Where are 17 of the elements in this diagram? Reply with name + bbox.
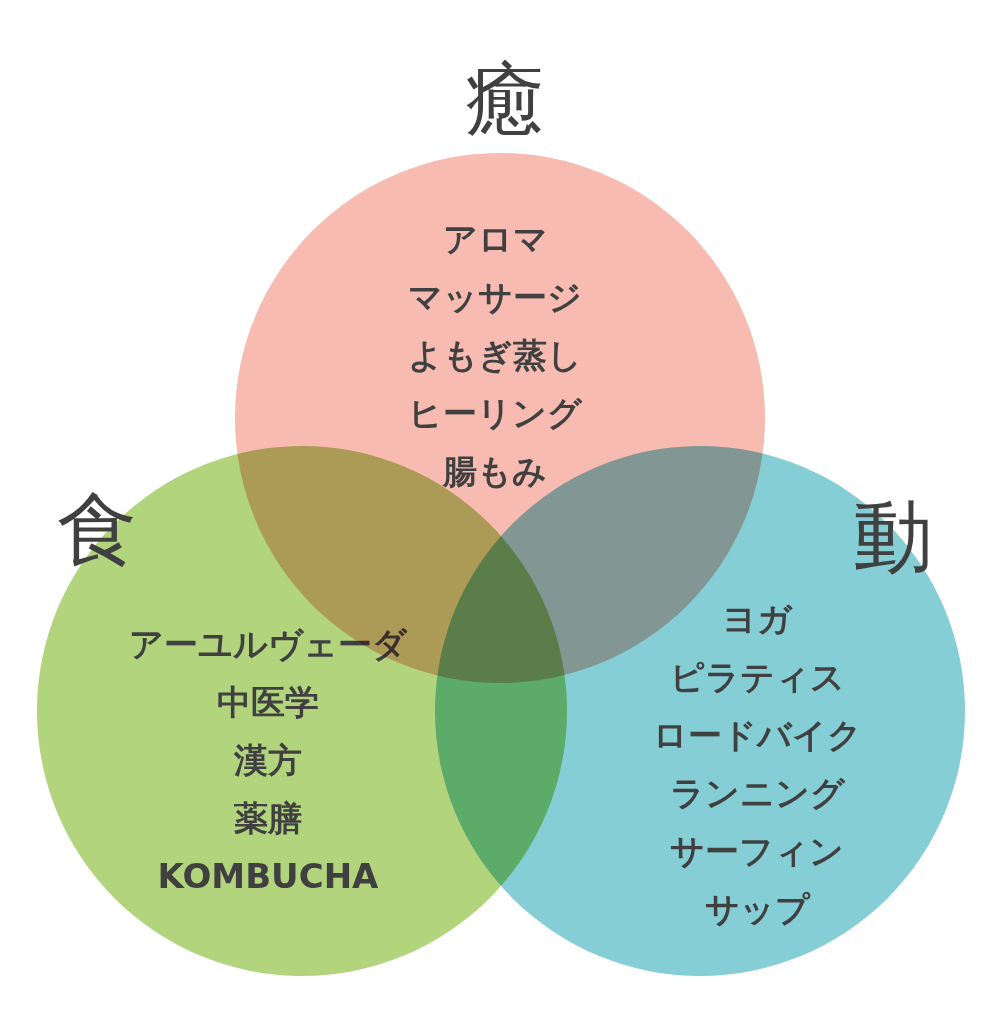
list-item: マッサージ <box>408 276 582 319</box>
list-item: ロードバイク <box>652 714 862 757</box>
list-item: アロマ <box>442 218 548 261</box>
list-item: サーフィン <box>670 830 844 873</box>
list-item: ランニング <box>669 772 845 815</box>
list-item: KOMBUCHA <box>157 855 379 898</box>
list-item: ピラティス <box>669 656 845 699</box>
list-item: アーユルヴェーダ <box>129 623 407 666</box>
list-item: よもぎ蒸し <box>408 334 582 377</box>
list-item: サップ <box>704 888 810 931</box>
list-item: ヨガ <box>722 598 792 641</box>
circle-heading: 癒 <box>465 60 545 140</box>
list-item: 腸もみ <box>443 450 547 493</box>
list-item: 中医学 <box>217 681 319 724</box>
list-item: 漢方 <box>234 739 302 782</box>
list-item: ヒーリング <box>408 392 582 435</box>
list-item: 薬膳 <box>234 797 302 840</box>
